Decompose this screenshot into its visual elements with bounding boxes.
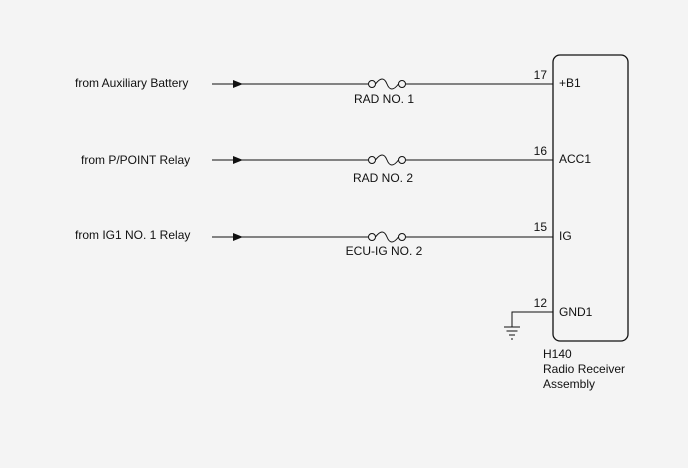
pin-number: 17 [534,68,548,82]
fuse-icon [368,78,406,90]
pin-number: 16 [534,144,548,158]
terminal-label: ACC1 [559,152,591,166]
fuse-icon [368,231,406,243]
terminal-label: +B1 [559,76,581,90]
fuse-label: ECU-IG NO. 2 [346,244,423,258]
terminal-label: IG [559,229,572,243]
fuse-label: RAD NO. 1 [354,92,414,106]
component-code: H140 [543,347,572,361]
source-label: from P/POINT Relay [81,153,190,167]
circuit-ig1-relay: from IG1 NO. 1 Relay ECU-IG NO. 2 15 IG [75,220,572,258]
component-name-line2: Assembly [543,377,595,391]
radio-receiver-box [552,54,629,342]
fuse-label: RAD NO. 2 [353,171,413,185]
component-label: H140 Radio Receiver Assembly [543,347,625,391]
source-label: from Auxiliary Battery [75,76,188,90]
terminal-label: GND1 [559,305,593,319]
source-label: from IG1 NO. 1 Relay [75,228,190,242]
ground-icon [504,326,520,340]
pin-number: 12 [534,296,548,310]
ground-wire [511,311,553,327]
circuit-ppoint-relay: from P/POINT Relay RAD NO. 2 16 ACC1 [81,144,591,185]
fuse-icon [368,154,406,166]
circuit-aux-battery: from Auxiliary Battery RAD NO. 1 17 +B1 [75,68,581,106]
ground-circuit: 12 GND1 [504,296,593,340]
component-name-line1: Radio Receiver [543,362,625,376]
pin-number: 15 [534,220,548,234]
